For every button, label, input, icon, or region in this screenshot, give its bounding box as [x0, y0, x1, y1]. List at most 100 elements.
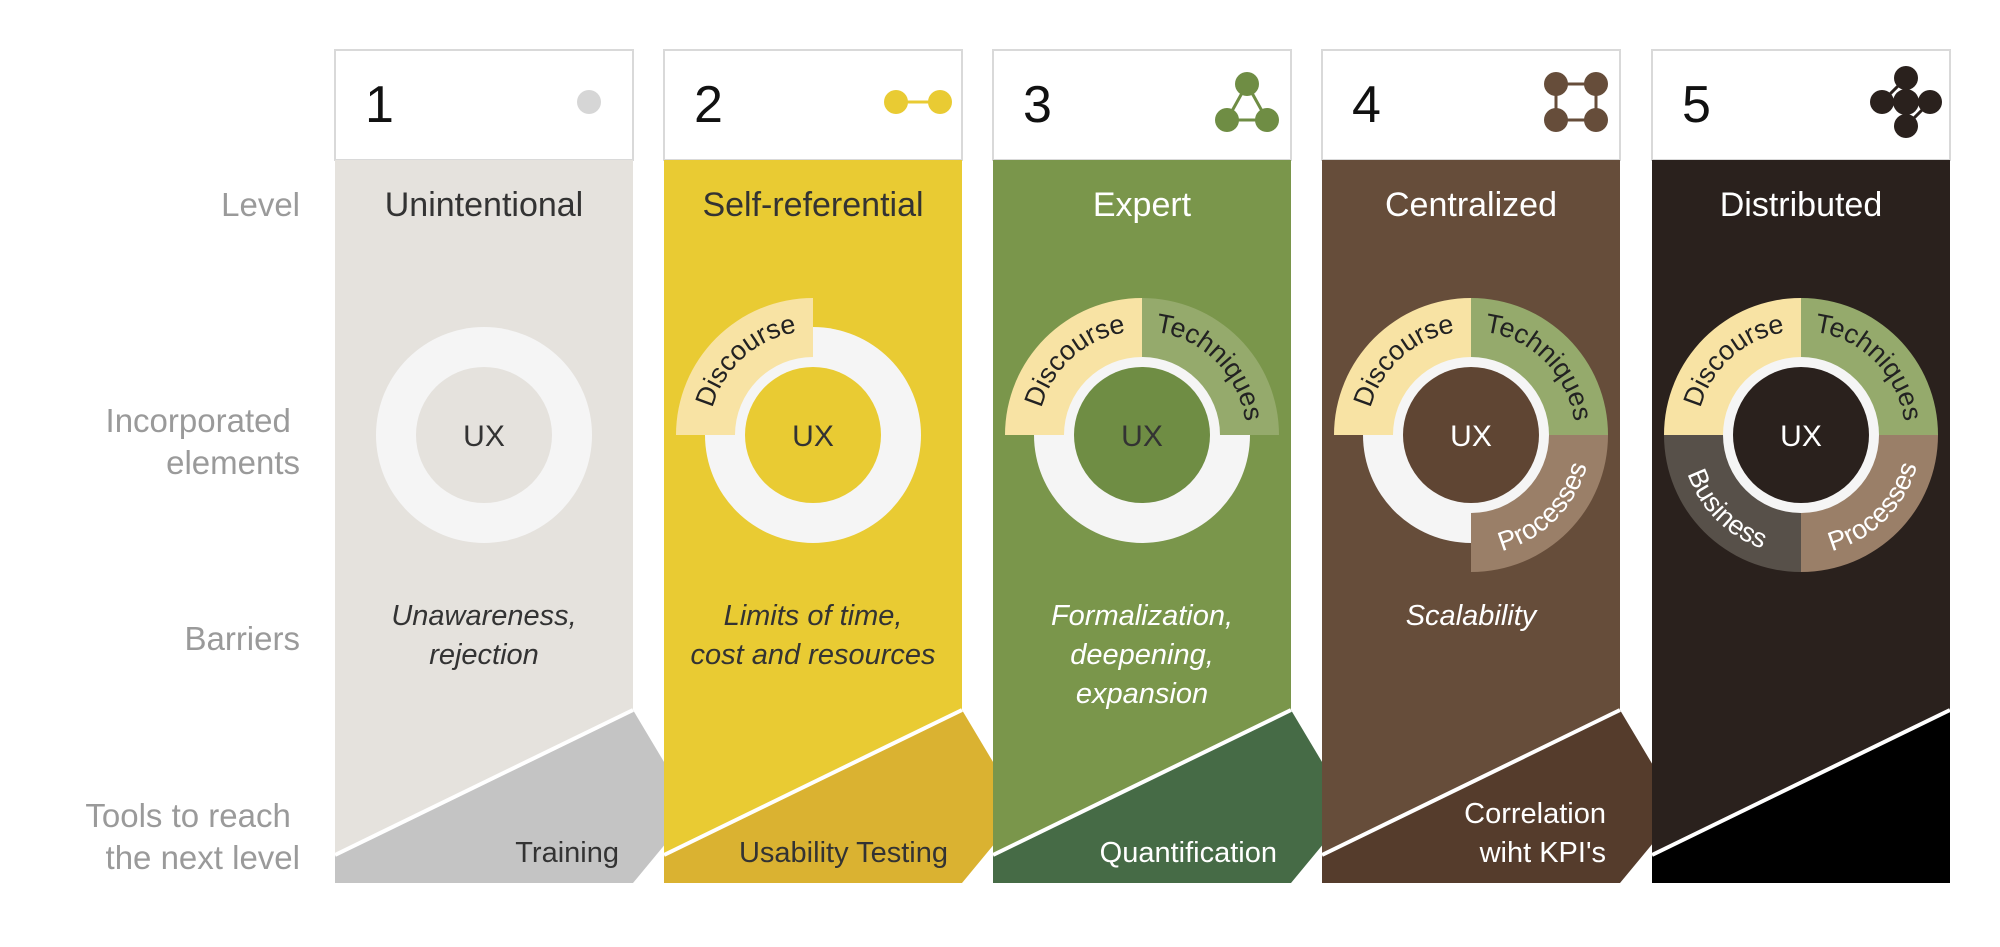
icon-dot	[1894, 66, 1918, 90]
barrier-line: rejection	[429, 639, 539, 671]
level-name: Centralized	[1385, 186, 1557, 224]
tool-arrow	[335, 710, 693, 883]
distributed-network-icon	[1870, 66, 1942, 138]
row-label-barriers: Barriers	[184, 620, 300, 657]
row-label-tools: Tools to reach the next level	[85, 797, 300, 876]
tool-line: Quantification	[1100, 837, 1277, 869]
level-header-box	[992, 49, 1292, 161]
tool-text: Quantification	[1100, 837, 1277, 869]
barrier-text: Formalization, deepening, expansion	[1051, 600, 1233, 710]
segment-arc	[1801, 435, 1938, 572]
icon-dot	[1870, 90, 1894, 114]
tool-divider	[1321, 708, 1621, 857]
tool-arrow	[664, 710, 1022, 883]
level-number: 3	[1023, 76, 1052, 134]
row-label-tools-line-2: the next level	[106, 839, 300, 876]
ux-label: UX	[463, 420, 505, 453]
tool-divider	[334, 708, 634, 857]
level-header-box	[663, 49, 963, 161]
segment-arc	[1005, 298, 1142, 435]
tool-arrow	[993, 710, 1351, 883]
ux-core	[1074, 367, 1210, 503]
level-name: Unintentional	[385, 186, 583, 224]
barrier-line: Formalization,	[1051, 600, 1233, 632]
ux-core	[416, 367, 552, 503]
segment-arc	[676, 298, 813, 435]
icon-dot	[1584, 72, 1608, 96]
icon-dot	[1584, 108, 1608, 132]
single-dot-icon	[577, 90, 601, 114]
ux-label: UX	[792, 420, 834, 453]
level-name: Self-referential	[702, 186, 923, 224]
icon-dot	[1235, 72, 1259, 96]
icon-dot	[1255, 108, 1279, 132]
icon-dot	[1893, 89, 1919, 115]
segment-arc	[1471, 298, 1608, 435]
row-label-incorporated-line-2: elements	[166, 444, 300, 481]
tool-text: Training	[515, 837, 619, 869]
icon-dot	[1894, 114, 1918, 138]
row-label-incorporated-line-1: Incorporated	[106, 402, 291, 439]
tool-divider	[992, 708, 1292, 857]
tool-line: Training	[515, 837, 619, 869]
triangle-network-icon	[1215, 72, 1279, 132]
barrier-text: Limits of time, cost and resources	[690, 600, 935, 671]
row-label-incorporated: Incorporated elements	[106, 402, 300, 481]
icon-dot	[1544, 108, 1568, 132]
barrier-line: Limits of time,	[724, 600, 903, 632]
tool-divider	[663, 708, 963, 857]
ux-label: UX	[1780, 420, 1822, 453]
barrier-line: Unawareness,	[391, 600, 576, 632]
row-labels: Level Incorporated elements Barriers Too…	[85, 186, 300, 876]
icon-dot	[577, 90, 601, 114]
ux-core	[745, 367, 881, 503]
level-number: 4	[1352, 76, 1381, 134]
segment-arc	[1142, 298, 1279, 435]
icon-links	[1224, 80, 1270, 122]
level-number: 2	[694, 76, 723, 134]
icon-dot	[884, 90, 908, 114]
square-network-icon	[1544, 72, 1608, 132]
barrier-line: expansion	[1076, 678, 1208, 710]
row-label-tools-line-1: Tools to reach	[85, 797, 290, 834]
tool-text: Usability Testing	[739, 837, 948, 869]
segment-arc	[1334, 298, 1471, 435]
tool-divider	[1651, 708, 1951, 857]
barrier-text: Unawareness, rejection	[391, 600, 576, 671]
icon-dot	[928, 90, 952, 114]
tool-arrow	[1652, 710, 1950, 883]
incorporated-elements-ring: UX	[376, 327, 592, 543]
tool-text: Correlation wiht KPI's	[1464, 798, 1606, 869]
level-number: 1	[365, 76, 394, 134]
ux-label: UX	[1450, 420, 1492, 453]
tool-line: Correlation	[1464, 798, 1606, 830]
tool-line: wiht KPI's	[1479, 837, 1606, 869]
segment-arc	[1471, 435, 1608, 572]
row-label-level: Level	[221, 186, 300, 223]
barrier-text: Scalability	[1406, 600, 1538, 632]
tool-line: Usability Testing	[739, 837, 948, 869]
tool-arrow	[1322, 710, 1680, 883]
ux-core	[1403, 367, 1539, 503]
barrier-line: cost and resources	[690, 639, 935, 671]
level-name: Expert	[1093, 186, 1192, 224]
barrier-line: deepening,	[1070, 639, 1214, 671]
two-dots-icon	[884, 90, 952, 114]
barrier-line: Scalability	[1406, 600, 1538, 632]
icon-dot	[1215, 108, 1239, 132]
level-number: 5	[1682, 76, 1711, 134]
segment-arc	[1664, 435, 1801, 572]
segment-arc	[1801, 298, 1938, 435]
ux-label: UX	[1121, 420, 1163, 453]
